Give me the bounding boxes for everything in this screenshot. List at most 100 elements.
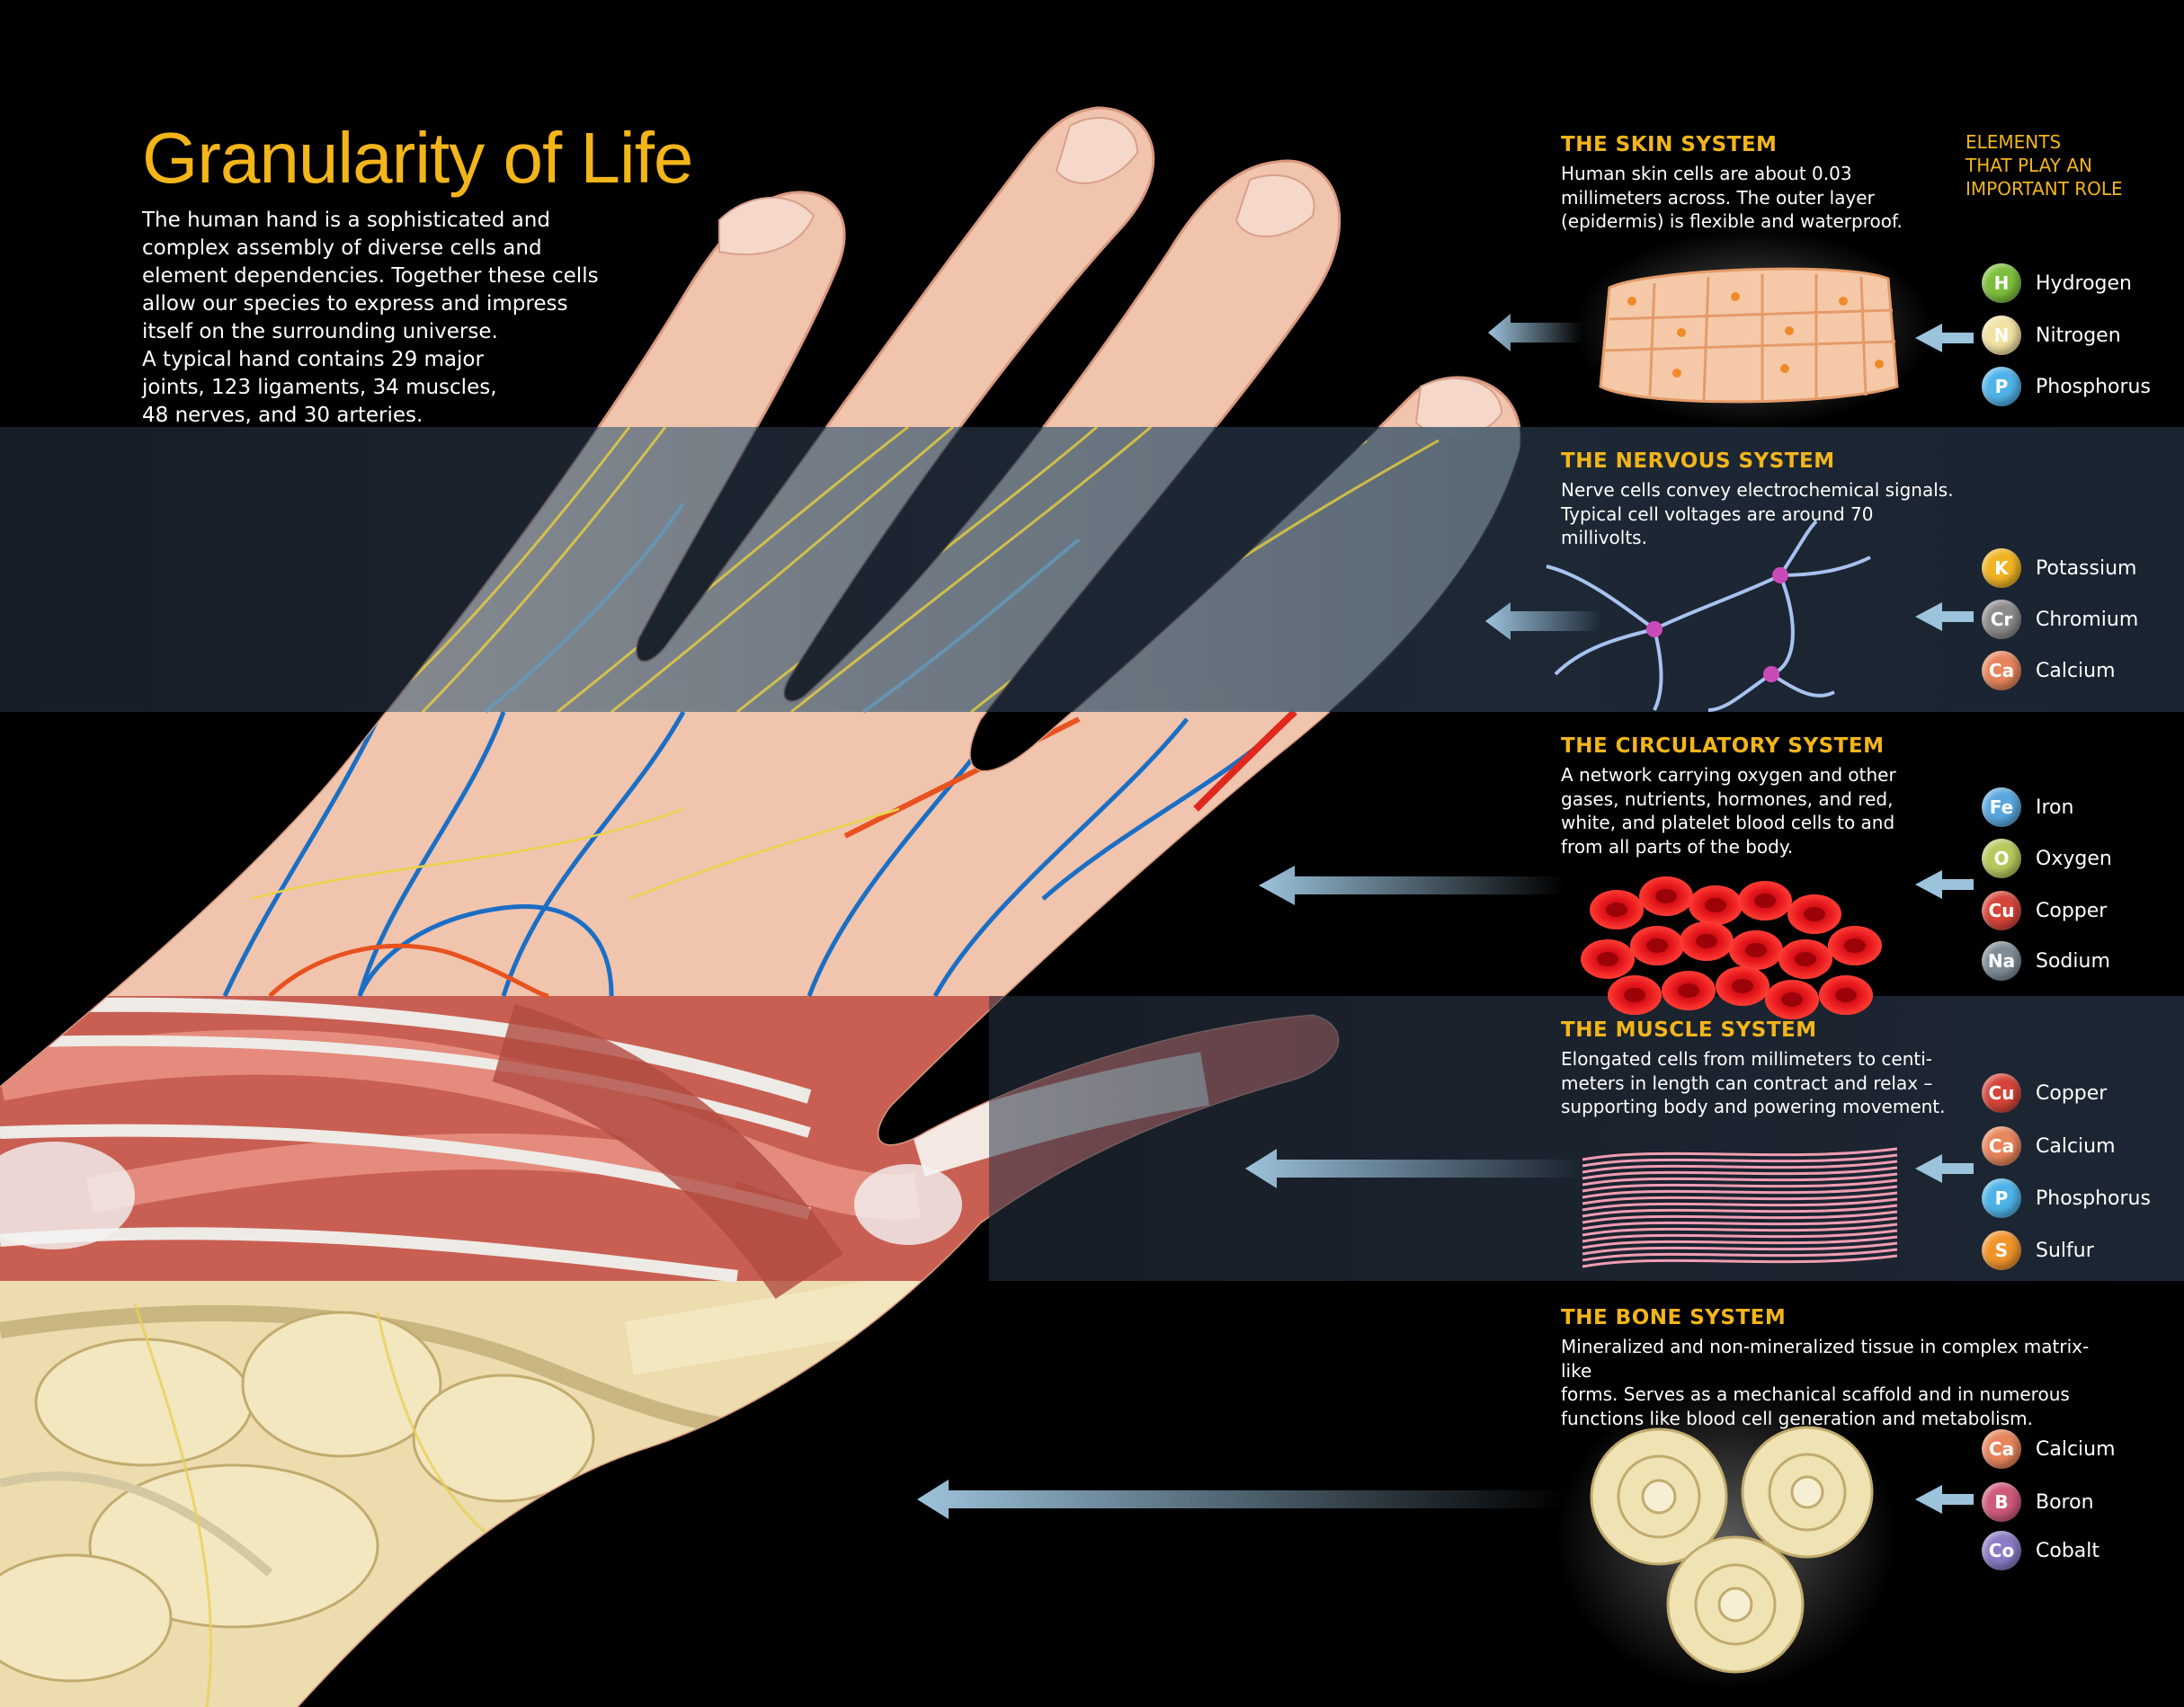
red-blood-cell-center [1835, 988, 1857, 1002]
element-symbol-badge: K [1982, 548, 2021, 588]
elements-heading-line: ELEMENTS [1966, 131, 2062, 153]
intro-line: itself on the surrounding universe. [142, 320, 498, 343]
red-blood-cell-center [1606, 902, 1627, 917]
element-name: Oxygen [2036, 847, 2112, 870]
element-name: Potassium [2036, 556, 2137, 580]
section-description: Elongated cells from millimeters to cent… [1561, 1047, 1957, 1119]
description-line: A network carrying oxygen and other [1561, 764, 1896, 786]
element-name: Sodium [2036, 949, 2110, 973]
intro-line: 48 nerves, and 30 arteries. [142, 404, 423, 427]
muscle-fiber [1582, 1254, 1898, 1268]
bone-system-section: THE BONE SYSTEM Mineralized and non-mine… [1561, 1306, 2118, 1430]
section-title: THE CIRCULATORY SYSTEM [1561, 734, 1885, 758]
intro-line: The human hand is a sophisticated and [142, 209, 550, 232]
element-name: Sulfur [2036, 1239, 2094, 1262]
element-item: Na Sodium [1982, 940, 2110, 982]
muscle-fiber [1582, 1216, 1898, 1231]
red-blood-cell-center [1646, 938, 1668, 953]
red-blood-cell-center [1804, 907, 1825, 921]
skin-system-section: THE SKIN SYSTEM Human skin cells are abo… [1561, 133, 1957, 234]
red-blood-cell-center [1781, 992, 1803, 1007]
element-symbol-badge: O [1982, 839, 2021, 878]
section-description: A network carrying oxygen and other gase… [1561, 763, 1957, 858]
description-line: gases, nutrients, hormones, and red, [1561, 787, 1894, 810]
muscle-fiber [1582, 1191, 1898, 1205]
muscle-fiber [1582, 1160, 1898, 1174]
element-symbol-badge: P [1982, 1178, 2021, 1218]
element-symbol-badge: Cr [1982, 600, 2021, 639]
arrows [917, 314, 1974, 1519]
element-name: Copper [2036, 899, 2108, 922]
muscle-fiber [1582, 1210, 1898, 1224]
element-name: Copper [2036, 1081, 2108, 1105]
description-line: Human skin cells are about 0.03 [1561, 163, 1852, 184]
muscle-fibers-icon [1582, 1147, 1898, 1268]
description-line: white, and platelet blood cells to and [1561, 812, 1895, 833]
muscle-fiber [1582, 1241, 1898, 1256]
red-blood-cell-center [1754, 894, 1776, 908]
nervous-system-section: THE NERVOUS SYSTEM Nerve cells convey el… [1561, 449, 1957, 550]
red-blood-cell-center [1795, 952, 1816, 966]
element-symbol-badge: Na [1982, 941, 2021, 981]
description-line: supporting body and powering movement. [1561, 1096, 1946, 1117]
arrow-muscle [1245, 1149, 1582, 1188]
skin-cells-icon [1573, 229, 1933, 427]
section-title: THE SKIN SYSTEM [1561, 133, 1778, 156]
muscle-fiber [1582, 1222, 1898, 1237]
section-description: Mineralized and non-mineralized tissue i… [1561, 1335, 2118, 1430]
description-line: Nerve cells convey electrochemical signa… [1561, 479, 1954, 501]
description-line: Mineralized and non-mineralized tissue i… [1561, 1336, 2090, 1382]
section-title: THE BONE SYSTEM [1561, 1306, 1787, 1329]
description-line: from all parts of the body. [1561, 835, 1794, 858]
arrow-nervous [1485, 602, 1600, 640]
description-line: Typical cell voltages are around 70 mill… [1561, 502, 1874, 549]
intro-line: allow our species to express and impress [142, 292, 568, 316]
element-item: Ca Calcium [1982, 1125, 2116, 1167]
red-blood-cell-center [1597, 952, 1618, 966]
red-blood-cell-center [1705, 898, 1726, 912]
red-blood-cell-center [1696, 934, 1717, 948]
element-name: Calcium [2036, 1134, 2116, 1158]
element-name: Boron [2036, 1490, 2094, 1514]
intro-line: joints, 123 ligaments, 34 muscles, [142, 376, 497, 399]
muscle-fiber [1582, 1172, 1898, 1187]
element-name: Hydrogen [2036, 271, 2132, 295]
element-symbol-badge: S [1982, 1231, 2021, 1270]
muscle-fiber [1582, 1178, 1898, 1193]
muscle-system-section: THE MUSCLE SYSTEM Elongated cells from m… [1561, 1018, 1957, 1119]
element-name: Calcium [2036, 659, 2116, 682]
arrow-bone [917, 1480, 1564, 1519]
element-name: Iron [2036, 796, 2074, 819]
arrow-circulatory [1259, 866, 1564, 905]
red-blood-cell-center [1732, 979, 1753, 993]
circulatory-system-section: THE CIRCULATORY SYSTEM A network carryin… [1561, 734, 1957, 858]
element-name: Phosphorus [2036, 1187, 2151, 1210]
element-symbol-badge: Co [1982, 1531, 2021, 1570]
fingernail [1055, 117, 1139, 184]
section-title: THE MUSCLE SYSTEM [1561, 1018, 1817, 1042]
red-blood-cell-center [1678, 983, 1699, 998]
element-item: O Oxygen [1982, 838, 2112, 879]
element-name: Cobalt [2036, 1539, 2100, 1562]
element-symbol-badge: H [1982, 263, 2021, 303]
description-line: forms. Serves as a mechanical scaffold a… [1561, 1383, 2070, 1405]
element-symbol-badge: Ca [1982, 1126, 2021, 1166]
bone-osteons-icon [1556, 1384, 1897, 1690]
element-item: Cu Copper [1982, 1072, 2107, 1114]
element-symbol-badge: Cu [1982, 1073, 2021, 1113]
element-name: Calcium [2036, 1437, 2116, 1461]
element-item: Co Cobalt [1982, 1530, 2099, 1571]
red-blood-cell-center [1844, 938, 1866, 953]
section-description: Human skin cells are about 0.03 millimet… [1561, 162, 1957, 234]
element-symbol-badge: N [1982, 316, 2021, 355]
red-blood-cell-center [1624, 988, 1645, 1002]
description-line: meters in length can contract and relax … [1561, 1071, 1933, 1094]
muscle-fiber [1582, 1204, 1898, 1218]
description-line: functions like blood cell generation and… [1561, 1407, 2033, 1429]
elements-heading-line: IMPORTANT ROLE [1966, 178, 2123, 200]
